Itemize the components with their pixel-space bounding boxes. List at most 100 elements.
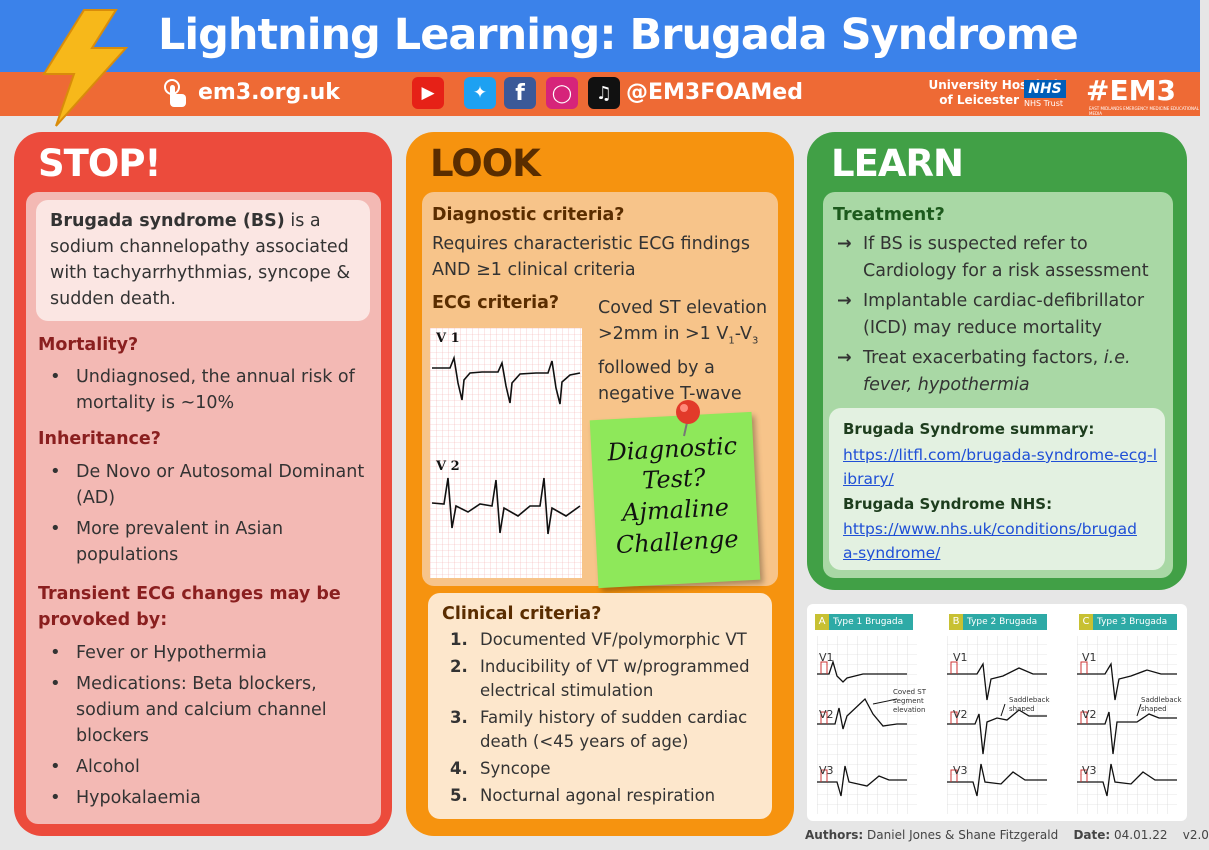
item-text: Inducibility of VT w/programmed electric… — [480, 657, 750, 700]
nhs-logo: NHS — [1024, 80, 1066, 98]
mortality-heading: Mortality? — [38, 335, 139, 355]
treat-italic: i.e. fever, hypothermia — [863, 348, 1131, 395]
list-item: Undiagnosed, the annual risk of mortalit… — [38, 364, 368, 416]
type-a-annotation: Coved ST segment elevation — [893, 688, 927, 714]
nhs-heading: Brugada Syndrome NHS: — [843, 495, 1053, 513]
diagnostic-heading: Diagnostic criteria? — [432, 205, 625, 225]
lightning-bolt-icon — [42, 9, 129, 127]
type-a-header — [815, 614, 913, 630]
type-a-label: Type 1 Brugada — [833, 617, 904, 627]
transient-heading: Transient ECG changes may be provoked by… — [38, 584, 341, 630]
list-item: 4.Syncope — [450, 757, 765, 781]
ecg-types-diagram — [817, 636, 1177, 814]
item-text: Documented VF/polymorphic VT — [480, 630, 747, 649]
list-item: 2.Inducibility of VT w/programmed electr… — [450, 655, 765, 703]
treatment-heading: Treatment? — [833, 205, 945, 225]
date-label: Date: — [1073, 828, 1111, 842]
list-item: De Novo or Autosomal Dominant (AD) — [38, 459, 368, 511]
authors: Daniel Jones & Shane Fitzgerald — [867, 828, 1059, 842]
hashtag-em3: #EM3 — [1086, 74, 1176, 107]
tiktok-icon[interactable]: ♫ — [588, 77, 620, 109]
authors-label: Authors: — [805, 828, 864, 842]
sticky-note: Diagnostic Test? Ajmaline Challenge — [589, 411, 761, 589]
treat-plain: Treat exacerbating factors, — [863, 348, 1104, 368]
stop-panel: STOP! Brugada syndrome (BS) is a sodium … — [14, 132, 392, 836]
lead-label: V3 — [953, 764, 968, 777]
learn-panel: LEARN Treatment? If BS is suspected refe… — [807, 132, 1187, 590]
ecg-heading: ECG criteria? — [432, 293, 560, 313]
type-a-letter: A — [815, 614, 829, 630]
item-number: 3. — [450, 708, 468, 727]
clinical-box — [428, 593, 772, 819]
type-b-annotation: Saddleback shaped — [1009, 696, 1050, 713]
instagram-icon[interactable]: ◯ — [546, 77, 578, 109]
pushpin-icon — [676, 400, 700, 437]
definition-term: Brugada syndrome (BS) — [50, 211, 285, 231]
social-handle[interactable]: @EM3FOAMed — [626, 80, 803, 105]
item-text: Nocturnal agonal respiration — [480, 786, 716, 805]
twitter-icon[interactable]: ✦ — [464, 77, 496, 109]
page-title: Lightning Learning: Brugada Syndrome — [158, 10, 1079, 60]
stop-heading: STOP! — [38, 142, 161, 185]
ecg-desc-part: -V — [734, 324, 752, 344]
list-item: Implantable cardiac-defibrillator (ICD) … — [833, 288, 1169, 342]
nhs-link[interactable]: https://www.nhs.uk/conditions/brugada-sy… — [843, 520, 1137, 562]
clinical-list: 1. Documented VF/polymorphic VT 2.Inducib… — [450, 628, 765, 811]
list-item: Medications: Beta blockers, sodium and c… — [38, 671, 368, 749]
type-b-letter: B — [949, 614, 963, 630]
lead-label: V3 — [819, 764, 834, 777]
nhs-link-wrap: https://www.nhs.uk/conditions/brugada-sy… — [843, 517, 1143, 565]
lead-label: V1 — [1082, 651, 1097, 664]
brugada-types-figure: A Type 1 Brugada B Type 2 Brugada C Type… — [807, 604, 1187, 821]
website-link[interactable]: em3.org.uk — [198, 80, 340, 105]
ecg-desc-part: Coved ST elevation >2mm in >1 V — [598, 298, 768, 344]
sub-header-bar: em3.org.uk ▶ ✦ f ◯ ♫ @EM3FOAMed Universi… — [0, 72, 1200, 116]
list-item: More prevalent in Asian populations — [38, 516, 368, 568]
links-box — [829, 408, 1165, 570]
date: 04.01.22 — [1114, 828, 1168, 842]
ecg-sub: 1 — [728, 335, 735, 347]
lead-label: V2 — [1082, 708, 1097, 721]
clinical-heading: Clinical criteria? — [442, 604, 602, 624]
type-b-header — [949, 614, 1047, 630]
lead-label: V1 — [953, 651, 968, 664]
type-b-label: Type 2 Brugada — [967, 617, 1038, 627]
type-c-annotation: Saddleback shaped — [1141, 696, 1182, 713]
list-item: Treat exacerbating factors, i.e. fever, … — [833, 345, 1169, 399]
list-item: 3. Family history of sudden cardiac death… — [450, 706, 765, 754]
lead-label: V2 — [953, 708, 968, 721]
learn-heading: LEARN — [831, 142, 964, 185]
ecg-desc-part: followed by a negative T-wave — [598, 357, 742, 404]
definition-body: is a sodium channelopathy associated wit… — [50, 211, 351, 309]
click-hand-icon — [164, 79, 186, 107]
item-text: Family history of sudden cardiac death (… — [480, 708, 748, 751]
lead-label: V3 — [1082, 764, 1097, 777]
hospital-line-2: of Leicester — [939, 93, 1019, 107]
summary-link-wrap: https://litfl.com/brugada-syndrome-ecg-l… — [843, 443, 1159, 491]
ecg-sub: 3 — [751, 335, 759, 347]
lead-v2-label: V 2 — [436, 459, 460, 474]
type-c-header — [1079, 614, 1177, 630]
definition-box — [36, 200, 370, 321]
list-item: Hypokalaemia — [38, 785, 368, 811]
header-bar: Lightning Learning: Brugada Syndrome — [0, 0, 1200, 72]
transient-list: Fever or Hypothermia Medications: Beta b… — [38, 640, 368, 816]
youtube-icon[interactable]: ▶ — [412, 77, 444, 109]
footer: Authors: Daniel Jones & Shane Fitzgerald… — [805, 828, 1209, 842]
list-item: If BS is suspected refer to Cardiology f… — [833, 231, 1169, 285]
definition-text: Brugada syndrome (BS) is a sodium channe… — [50, 208, 362, 312]
lead-label: V1 — [819, 651, 834, 664]
item-text: Syncope — [480, 759, 551, 778]
facebook-icon[interactable]: f — [504, 77, 536, 109]
list-item: Alcohol — [38, 754, 368, 780]
hashtag-subtitle: EAST MIDLANDS EMERGENCY MEDICINE EDUCATI… — [1089, 106, 1199, 116]
lead-label: V2 — [819, 708, 834, 721]
inheritance-list: De Novo or Autosomal Dominant (AD) More … — [38, 459, 368, 573]
summary-link[interactable]: https://litfl.com/brugada-syndrome-ecg-l… — [843, 446, 1158, 488]
version: v2.0 — [1182, 828, 1209, 842]
item-number: 1. — [450, 630, 468, 649]
mortality-list: Undiagnosed, the annual risk of mortalit… — [38, 364, 368, 421]
diagnostic-text: Requires characteristic ECG findings AND… — [432, 234, 750, 280]
lead-v1-label: V 1 — [436, 331, 460, 346]
look-panel: LOOK Diagnostic criteria? Requires chara… — [406, 132, 794, 836]
